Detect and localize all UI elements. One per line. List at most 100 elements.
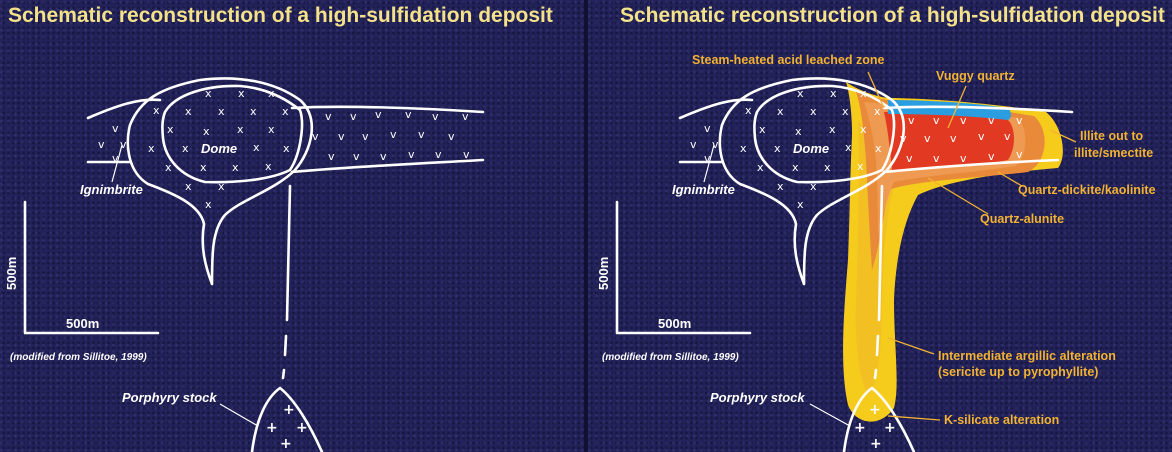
svg-text:x: x [283, 142, 290, 155]
svg-text:v: v [350, 110, 357, 123]
svg-text:v: v [906, 152, 913, 165]
right-ignimbrite-label: Ignimbrite [672, 182, 735, 197]
svg-text:x: x [797, 87, 804, 100]
svg-text:x: x [810, 180, 817, 193]
annotation-vuggy-quartz: Vuggy quartz [936, 69, 1015, 83]
svg-text:x: x [777, 180, 784, 193]
left-ignimbrite-top-right [290, 105, 485, 114]
svg-text:+: + [869, 402, 881, 418]
svg-text:+: + [884, 420, 896, 436]
svg-text:v: v [933, 152, 940, 165]
svg-text:x: x [795, 125, 802, 138]
left-source-note: (modified from Sillitoe, 1999) [10, 352, 147, 363]
svg-text:x: x [232, 161, 239, 174]
svg-text:v: v [462, 110, 469, 123]
left-dome-label: Dome [201, 141, 237, 156]
svg-text:x: x [745, 104, 752, 117]
left-scale-h: 500m [66, 316, 99, 331]
left-ignimbrite-leader [111, 144, 123, 183]
svg-text:x: x [253, 141, 260, 154]
svg-text:x: x [777, 105, 784, 118]
right-ignimbrite-top-right [882, 105, 1074, 114]
svg-text:v: v [338, 130, 345, 143]
svg-text:x: x [218, 105, 225, 118]
svg-text:x: x [238, 87, 245, 100]
right-ignimbrite-leader [703, 144, 715, 183]
annotation-quartz-dickite: Quartz-dickite/kaolinite [1018, 183, 1156, 197]
svg-text:x: x [860, 123, 867, 136]
svg-text:x: x [148, 142, 155, 155]
annotation-illite-1: Illite out to [1080, 129, 1144, 143]
leader-quartz-dickite [997, 171, 1023, 187]
svg-text:v: v [1004, 130, 1011, 143]
svg-text:x: x [265, 160, 272, 173]
annotation-quartz-alunite: Quartz-alunite [980, 212, 1064, 226]
left-title: Schematic reconstruction of a high-sulfi… [8, 4, 553, 27]
right-source-note: (modified from Sillitoe, 1999) [602, 352, 739, 363]
svg-text:v: v [978, 130, 985, 143]
right-dome-core [753, 84, 896, 184]
svg-text:x: x [874, 105, 881, 118]
annotation-steam-heated: Steam-heated acid leached zone [692, 53, 884, 67]
svg-text:x: x [757, 161, 764, 174]
leader-vuggy-quartz [947, 85, 967, 129]
right-schematic: Schematic reconstruction of a high-sulfi… [596, 4, 1165, 452]
right-feeder-dike [877, 184, 884, 322]
svg-text:x: x [203, 125, 210, 138]
svg-text:x: x [842, 105, 849, 118]
svg-text:v: v [418, 128, 425, 141]
svg-text:x: x [153, 104, 160, 117]
svg-text:+: + [283, 402, 295, 418]
vuggy-quartz-zone [884, 111, 1014, 170]
svg-text:v: v [690, 138, 697, 151]
steam-heated-zone [888, 100, 1011, 120]
svg-text:v: v [380, 150, 387, 163]
svg-text:v: v [704, 152, 711, 165]
svg-text:v: v [362, 130, 369, 143]
svg-text:v: v [933, 114, 940, 127]
svg-text:v: v [988, 114, 995, 127]
svg-text:x: x [268, 87, 275, 100]
left-stock-marks: ++++ [266, 402, 308, 452]
left-feeder-dike [285, 184, 292, 322]
left-schematic: Schematic reconstruction of a high-sulfi… [4, 4, 553, 452]
svg-text:v: v [112, 122, 119, 135]
svg-text:x: x [759, 123, 766, 136]
left-porphyry-label: Porphyry stock [122, 390, 217, 405]
svg-text:x: x [845, 141, 852, 154]
svg-text:x: x [797, 198, 804, 211]
svg-text:x: x [810, 105, 817, 118]
left-ignimbrite-bottom-right [290, 158, 485, 174]
svg-text:v: v [328, 150, 335, 163]
svg-text:v: v [325, 110, 332, 123]
right-feeder-dashed [873, 334, 880, 380]
svg-text:x: x [857, 160, 864, 173]
svg-text:v: v [120, 138, 127, 151]
svg-text:v: v [375, 108, 382, 121]
svg-text:x: x [824, 161, 831, 174]
svg-text:v: v [353, 150, 360, 163]
svg-text:x: x [875, 142, 882, 155]
right-scale-h: 500m [658, 316, 691, 331]
svg-text:x: x [167, 123, 174, 136]
right-scale-v: 500m [596, 257, 611, 290]
left-porphyry-leader [219, 403, 259, 427]
right-ignimbrite-top [678, 98, 754, 120]
left-scale-v: 500m [4, 257, 19, 290]
left-porphyry-stock [250, 386, 324, 452]
leader-steam-heated [867, 71, 885, 109]
svg-text:x: x [268, 123, 275, 136]
svg-text:x: x [282, 105, 289, 118]
right-ignimbrite-bottom-right [882, 158, 1060, 174]
leader-quartz-alunite [927, 177, 989, 215]
right-scale-bar [615, 200, 752, 335]
svg-text:v: v [960, 152, 967, 165]
annotation-intermediate-1: Intermediate argillic alteration [938, 349, 1116, 363]
left-dome-core [161, 84, 304, 184]
svg-text:v: v [950, 132, 957, 145]
left-scale-bar [23, 200, 160, 335]
svg-text:x: x [250, 105, 257, 118]
